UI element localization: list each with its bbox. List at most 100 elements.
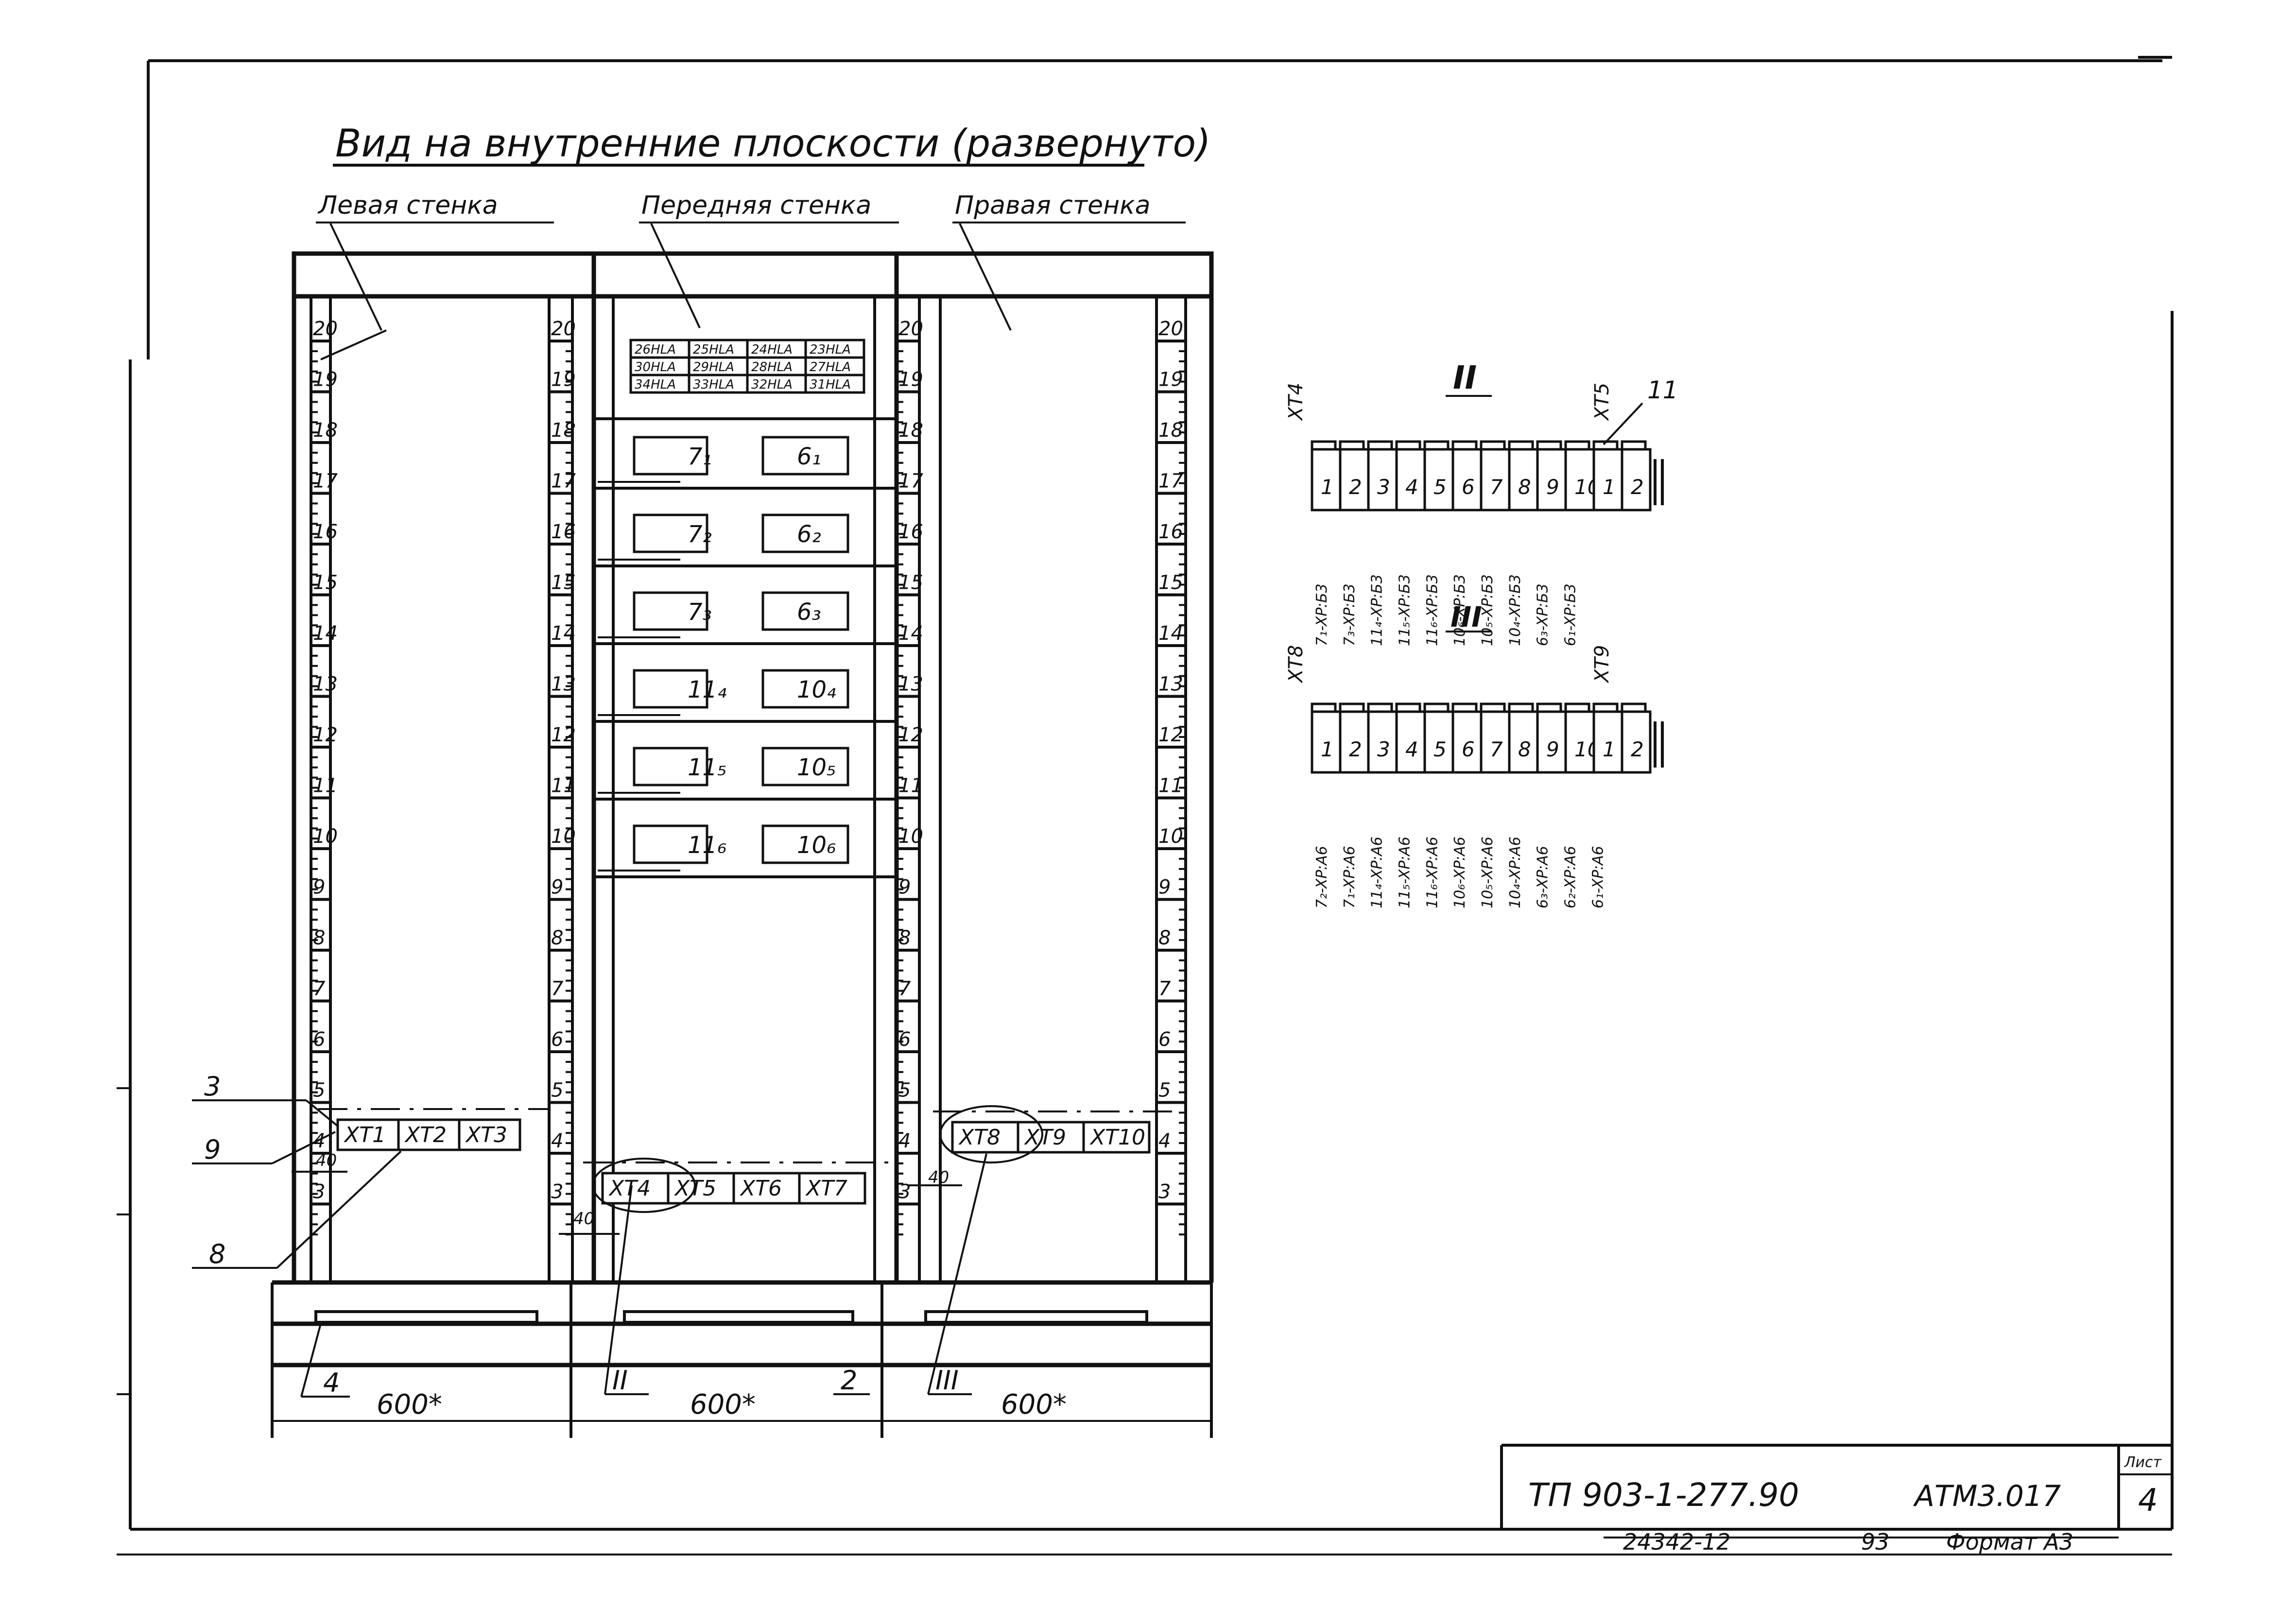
terminal-cell — [1395, 710, 1426, 774]
scale-label-5: 5 — [898, 1079, 911, 1102]
scale-label-18: 18 — [1158, 419, 1183, 442]
width-right: 600* — [1001, 1389, 1067, 1420]
lamp-label: 26HLA — [635, 342, 676, 357]
lamp-label: 27HLA — [810, 360, 851, 375]
width-dimensions: 600* 600* 600* — [272, 1389, 1211, 1422]
terminal-number: 1 — [1321, 475, 1334, 499]
device-label: 6₂ — [797, 521, 821, 548]
wire-label: 11₄-XP:А6 — [1369, 837, 1386, 908]
scale-label-15: 15 — [898, 572, 923, 594]
callout-9: 9 — [204, 1134, 221, 1165]
terminal-strip-right-label: XT10 — [1089, 1125, 1145, 1150]
wire-label: 10₅-XP:Б3 — [1479, 574, 1496, 646]
wire-label: 6₁-XP:Б3 — [1562, 583, 1579, 646]
terminal-cell — [1621, 448, 1652, 512]
terminal-cell — [1564, 710, 1595, 774]
terminal-number: 5 — [1433, 475, 1447, 499]
terminal-cell — [1367, 710, 1398, 774]
doc-code: АТМ3.017 — [1913, 1479, 2061, 1513]
terminal-cell — [1480, 448, 1511, 512]
wire-label: 7₁-XP:А6 — [1341, 846, 1358, 908]
terminal-number: 1 — [1603, 737, 1616, 761]
scale-label-4: 4 — [898, 1130, 911, 1152]
scale-label-3: 3 — [1158, 1181, 1171, 1203]
terminal-cell — [1311, 710, 1342, 774]
device-label: 7₂ — [688, 521, 712, 548]
terminal-cell — [1311, 448, 1342, 512]
sheet-label: Лист — [2124, 1454, 2162, 1471]
terminal-number: 6 — [1462, 737, 1475, 761]
lamp-label: 23HLA — [810, 342, 851, 357]
scale-label-4: 4 — [1158, 1130, 1171, 1152]
scale-label-6: 6 — [313, 1028, 325, 1051]
lamp-label: 30HLA — [635, 360, 676, 375]
device-label: 11₅ — [688, 754, 726, 781]
scale-label-13: 13 — [313, 673, 338, 696]
scale-label-10: 10 — [313, 825, 338, 848]
wire-label: 11₄-XP:Б3 — [1369, 574, 1386, 646]
scale-label-13: 13 — [1158, 673, 1183, 696]
terminal-cell — [1621, 710, 1652, 774]
scale-label-16: 16 — [313, 521, 338, 543]
scale-label-8: 8 — [551, 927, 563, 949]
device-box — [633, 436, 708, 476]
scale-label-8: 8 — [313, 927, 325, 949]
strip-b-label: XT5 — [1591, 383, 1613, 421]
device-box — [761, 513, 849, 553]
scale-label-3: 3 — [898, 1181, 911, 1203]
wire-label: 10₄-XP:А6 — [1507, 837, 1524, 908]
dim-40-left: 40 — [316, 1151, 337, 1170]
terminal-number: 9 — [1546, 737, 1559, 761]
detail-III-label: III — [1450, 600, 1482, 633]
scale-label-11: 11 — [1158, 775, 1183, 797]
device-box — [633, 824, 708, 864]
scale-label-8: 8 — [898, 927, 911, 949]
terminal-strip-front-cell — [667, 1172, 735, 1205]
wire-label: 11₅-XP:Б3 — [1397, 574, 1414, 646]
scale-label-5: 5 — [551, 1079, 563, 1102]
scale-label-18: 18 — [313, 419, 338, 442]
right-wall-label: Правая стенка — [955, 191, 1150, 220]
sheet-format: Формат А3 — [1946, 1529, 2073, 1555]
lamp-cell — [804, 374, 865, 394]
wire-label: 11₅-XP:А6 — [1397, 837, 1414, 908]
terminal-number: 2 — [1631, 475, 1644, 499]
terminal-number: 7 — [1490, 475, 1503, 499]
scale-label-8: 8 — [1158, 927, 1171, 949]
scale-label-6: 6 — [1158, 1028, 1171, 1051]
device-box — [633, 747, 708, 786]
scale-label-11: 11 — [898, 775, 923, 797]
terminal-number: 9 — [1546, 475, 1559, 499]
dim-40-right: 40 — [928, 1168, 949, 1187]
left-wall-label: Левая стенка — [317, 191, 498, 220]
device-box — [633, 669, 708, 709]
device-box — [633, 513, 708, 553]
lamp-label: 25HLA — [693, 342, 734, 357]
scale-label-7: 7 — [313, 978, 326, 1000]
terminal-strip-front-label: XT6 — [740, 1176, 782, 1201]
strip-a-label: XT4 — [1285, 383, 1307, 421]
scale-label-18: 18 — [898, 419, 923, 442]
scale-label-14: 14 — [898, 622, 923, 645]
scale-label-19: 19 — [551, 369, 576, 391]
scale-label-15: 15 — [313, 572, 338, 594]
callout-3: 3 — [204, 1071, 221, 1102]
lamp-cell — [746, 374, 807, 394]
terminal-number: 5 — [1433, 737, 1447, 761]
terminal-cell — [1508, 448, 1539, 512]
scale-label-3: 3 — [313, 1181, 325, 1203]
wire-label: 11₆-XP:Б3 — [1424, 574, 1441, 646]
terminal-strip-front-cell — [798, 1172, 866, 1205]
terminal-strip-front-label: XT7 — [805, 1176, 847, 1201]
callout-2: 2 — [841, 1365, 857, 1396]
callout-11: 11 — [1647, 376, 1678, 404]
lamp-label: 32HLA — [751, 377, 793, 392]
view-title: Вид на внутренние плоскости (развернуто) — [335, 122, 1211, 166]
wire-label: 7₁-XP:Б3 — [1313, 583, 1330, 646]
scale-label-15: 15 — [1158, 572, 1183, 594]
terminal-number: 4 — [1405, 475, 1418, 499]
mark-II: II — [612, 1365, 628, 1396]
